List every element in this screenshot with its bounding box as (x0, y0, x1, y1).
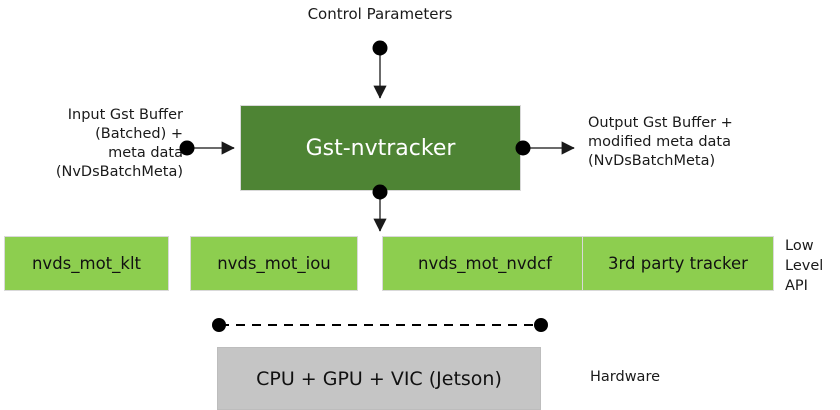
low-level-box-nvds-mot-iou[interactable]: nvds_mot_iou (190, 236, 358, 291)
low-level-box-label: nvds_mot_nvdcf (417, 254, 552, 273)
hardware-block-label: CPU + GPU + VIC (Jetson) (256, 367, 502, 390)
hardware-caption: Hardware (590, 369, 661, 385)
low-level-box-nvds-mot-nvdcf[interactable]: nvds_mot_nvdcf (382, 236, 588, 291)
low-level-box-3rd-party-tracker[interactable]: 3rd party tracker (582, 236, 774, 291)
control-parameters-label: Control Parameters (307, 5, 453, 23)
control-parameters-connector (372, 40, 388, 99)
hardware-association-line (212, 318, 548, 332)
low-level-box-label: nvds_mot_klt (31, 254, 142, 273)
gst-nvtracker-block[interactable]: Gst-nvtracker (240, 105, 521, 191)
low-level-box-label: 3rd party tracker (608, 254, 748, 273)
output-connector (515, 140, 575, 156)
low-level-box-nvds-mot-klt[interactable]: nvds_mot_klt (4, 236, 169, 291)
output-gst-buffer-label: Output Gst Buffer + modified meta data (… (588, 115, 733, 169)
gst-nvtracker-block-label: Gst-nvtracker (305, 135, 456, 161)
low-level-api-caption: Low Level API (785, 238, 824, 294)
low-level-api-connector (372, 184, 388, 232)
input-connector (179, 140, 235, 156)
low-level-box-label: nvds_mot_iou (217, 254, 331, 273)
input-gst-buffer-label: Input Gst Buffer (Batched) + meta data (… (55, 107, 183, 180)
hardware-block[interactable]: CPU + GPU + VIC (Jetson) (217, 347, 541, 410)
